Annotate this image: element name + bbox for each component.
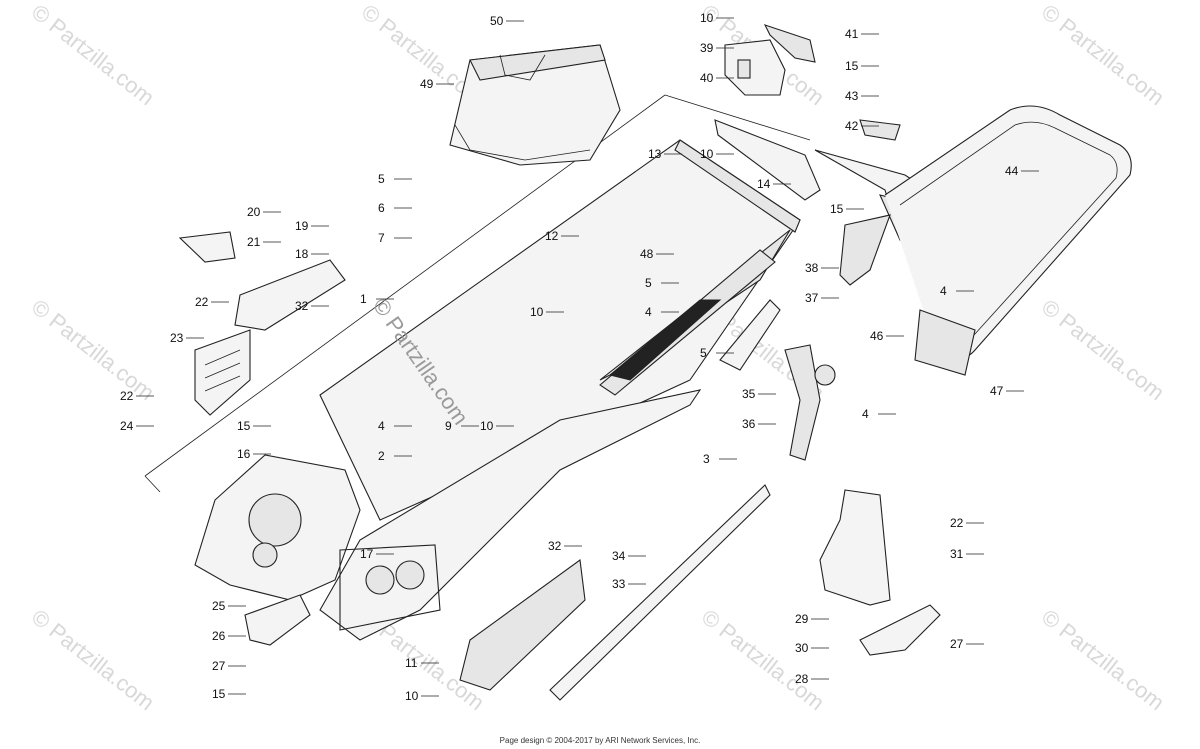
callout-label[interactable]: 30	[795, 641, 809, 655]
callout-label[interactable]: 6	[378, 201, 385, 215]
callout-label[interactable]: 15	[237, 419, 251, 433]
callout-label[interactable]: 34	[612, 549, 626, 563]
callout-label[interactable]: 22	[950, 516, 964, 530]
callout-label[interactable]: 42	[845, 119, 859, 133]
callout-label[interactable]: 15	[212, 687, 226, 701]
callout-label[interactable]: 3	[703, 452, 710, 466]
callout-label[interactable]: 4	[378, 419, 385, 433]
callout-label[interactable]: 28	[795, 672, 809, 686]
callout-label[interactable]: 20	[247, 205, 261, 219]
watermark-text: © Partzilla.com	[1037, 294, 1169, 405]
callout-label[interactable]: 22	[120, 389, 134, 403]
watermark-text: © Partzilla.com	[697, 604, 829, 715]
callout-label[interactable]: 4	[940, 284, 947, 298]
callout-label[interactable]: 10	[405, 689, 419, 703]
callout-label[interactable]: 39	[700, 41, 714, 55]
callout-label[interactable]: 15	[830, 202, 844, 216]
heat-exchanger-part[interactable]	[599, 249, 776, 396]
callout-label[interactable]: 26	[212, 629, 226, 643]
callout-label[interactable]: 24	[120, 419, 134, 433]
watermark-text: © Partzilla.com	[27, 604, 159, 715]
callout-label[interactable]: 10	[700, 147, 714, 161]
callout-label[interactable]: 2	[378, 449, 385, 463]
callout-label[interactable]: 16	[237, 447, 251, 461]
callout-label[interactable]: 48	[640, 247, 654, 261]
front-bulkhead-part[interactable]	[194, 454, 361, 601]
callout-label[interactable]: 9	[445, 419, 452, 433]
callout-label[interactable]: 50	[490, 14, 504, 28]
floor-bracket-part[interactable]	[719, 299, 836, 461]
callout-label[interactable]: 32	[548, 539, 562, 553]
callout-label[interactable]: 36	[742, 417, 756, 431]
callout-label[interactable]: 13	[648, 147, 662, 161]
callout-label[interactable]: 4	[862, 407, 869, 421]
callout-label[interactable]: 49	[420, 77, 434, 91]
callout-label[interactable]: 12	[545, 229, 559, 243]
callout-label[interactable]: 46	[870, 329, 884, 343]
callout-label[interactable]: 27	[950, 637, 964, 651]
front-footstep-part[interactable]	[244, 594, 311, 646]
callout-label[interactable]: 5	[700, 346, 707, 360]
callout-label[interactable]: 32	[295, 299, 309, 313]
callout-label[interactable]: 31	[950, 547, 964, 561]
callout-label[interactable]: 18	[295, 247, 309, 261]
callout-label[interactable]: 44	[1005, 164, 1019, 178]
footer-credit: Page design © 2004-2017 by ARI Network S…	[499, 736, 701, 745]
watermark-text: © Partzilla.com	[1037, 604, 1169, 715]
seat-part[interactable]	[449, 44, 621, 166]
callout-label[interactable]: 19	[295, 219, 309, 233]
callout-label[interactable]: 17	[360, 547, 374, 561]
callout-label[interactable]: 22	[195, 295, 209, 309]
callout-label[interactable]: 10	[530, 305, 544, 319]
callout-label[interactable]: 29	[795, 612, 809, 626]
callout-label[interactable]: 14	[757, 177, 771, 191]
callout-label[interactable]: 23	[170, 331, 184, 345]
left-bracket-assembly[interactable]	[178, 231, 346, 416]
rear-bumper-part[interactable]	[884, 105, 1132, 376]
callout-label[interactable]: 1	[360, 292, 367, 306]
callout-label[interactable]: 10	[700, 11, 714, 25]
footrest-part[interactable]	[819, 489, 941, 656]
callout-label[interactable]: 38	[805, 261, 819, 275]
callout-label[interactable]: 11	[405, 656, 418, 670]
callout-label[interactable]: 43	[845, 89, 859, 103]
callout-label[interactable]: 47	[990, 384, 1004, 398]
callout-label[interactable]: 5	[645, 276, 652, 290]
callout-label[interactable]: 5	[378, 172, 385, 186]
callout-label[interactable]: 10	[480, 419, 494, 433]
watermark-text: © Partzilla.com	[27, 294, 159, 405]
callout-label[interactable]: 35	[742, 387, 756, 401]
watermark-text: © Partzilla.com	[1037, 0, 1169, 110]
callout-label[interactable]: 7	[378, 231, 385, 245]
callout-label[interactable]: 15	[845, 59, 859, 73]
side-panel-gauges	[339, 544, 441, 631]
callout-label[interactable]: 21	[247, 235, 261, 249]
callout-label[interactable]: 37	[805, 291, 819, 305]
leader-lines	[136, 17, 1039, 697]
callout-label[interactable]: 4	[645, 305, 652, 319]
callout-label[interactable]: 41	[845, 27, 859, 41]
callout-label[interactable]: 33	[612, 577, 626, 591]
callout-label[interactable]: 27	[212, 659, 226, 673]
bumper-rail-part[interactable]	[714, 119, 891, 286]
bracket-assembly[interactable]	[724, 24, 816, 96]
callout-label[interactable]: 25	[212, 599, 226, 613]
watermark-text: © Partzilla.com	[27, 0, 159, 110]
callout-label[interactable]: 40	[700, 71, 714, 85]
